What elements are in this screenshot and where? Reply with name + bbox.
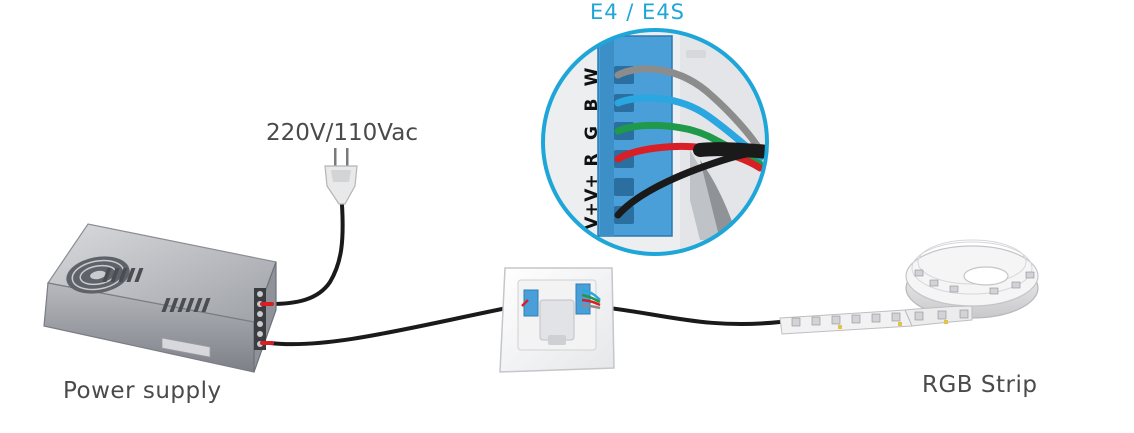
terminal-label-w: W [582, 67, 602, 86]
power-supply-unit [43, 223, 277, 373]
terminal-label-v-plus-1: V+ [582, 174, 602, 201]
terminal-label-r: R [582, 153, 602, 166]
wall-controller-panel [499, 267, 615, 373]
terminal-label-b: B [582, 99, 602, 112]
zoom-circle-border [541, 28, 769, 256]
mains-voltage-label: 220V/110Vac [266, 120, 418, 146]
mains-cable [268, 203, 345, 306]
terminal-labels: W B G R V+ V+ [582, 67, 602, 229]
power-plug [324, 148, 358, 205]
led-chips [791, 269, 1035, 327]
psu-terminals [254, 288, 266, 350]
strip-cable [588, 304, 782, 326]
terminal-label-g: G [582, 126, 602, 140]
vent-slots [102, 268, 211, 312]
dc-cable [268, 303, 524, 347]
power-supply-label: Power supply [63, 378, 222, 404]
cables [268, 203, 782, 347]
controller-model-label: E4 / E4S [590, 0, 686, 24]
terminal-zoom-callout: W B G R V+ V+ [541, 28, 769, 256]
rgb-strip-label: RGB Strip [922, 372, 1038, 398]
rgb-strip-reel [779, 239, 1039, 335]
terminal-label-v-plus-2: V+ [582, 202, 602, 229]
